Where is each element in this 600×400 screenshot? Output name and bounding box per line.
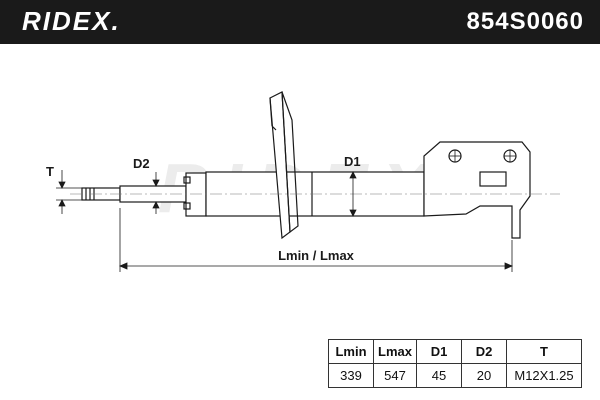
header-bar: RIDEX. 854S0060 [0,0,600,44]
part-number: 854S0060 [466,8,584,35]
spec-table-value-row: 339 547 45 20 M12X1.25 [328,363,582,388]
spec-header-lmin: Lmin [328,339,374,364]
spec-table-header-row: Lmin Lmax D1 D2 T [328,339,582,364]
brand-logo: RIDEX. [22,6,121,36]
d1-label: D1 [344,154,361,169]
spec-header-t: T [506,339,582,364]
spec-value-lmin: 339 [328,363,374,388]
spec-header-d2: D2 [461,339,507,364]
t-label: T [46,164,54,179]
spec-header-lmax: Lmax [373,339,417,364]
spec-value-d1: 45 [416,363,462,388]
spec-table: Lmin Lmax D1 D2 T 339 547 45 20 M12X1.25 [328,339,582,388]
mounting-bracket [423,141,531,239]
spec-value-lmax: 547 [373,363,417,388]
d2-label: D2 [133,156,150,171]
shock-absorber-drawing: RIDEX [46,91,560,272]
length-label: Lmin / Lmax [278,248,355,263]
spec-value-d2: 20 [461,363,507,388]
spec-header-d1: D1 [416,339,462,364]
spec-value-t: M12X1.25 [506,363,582,388]
